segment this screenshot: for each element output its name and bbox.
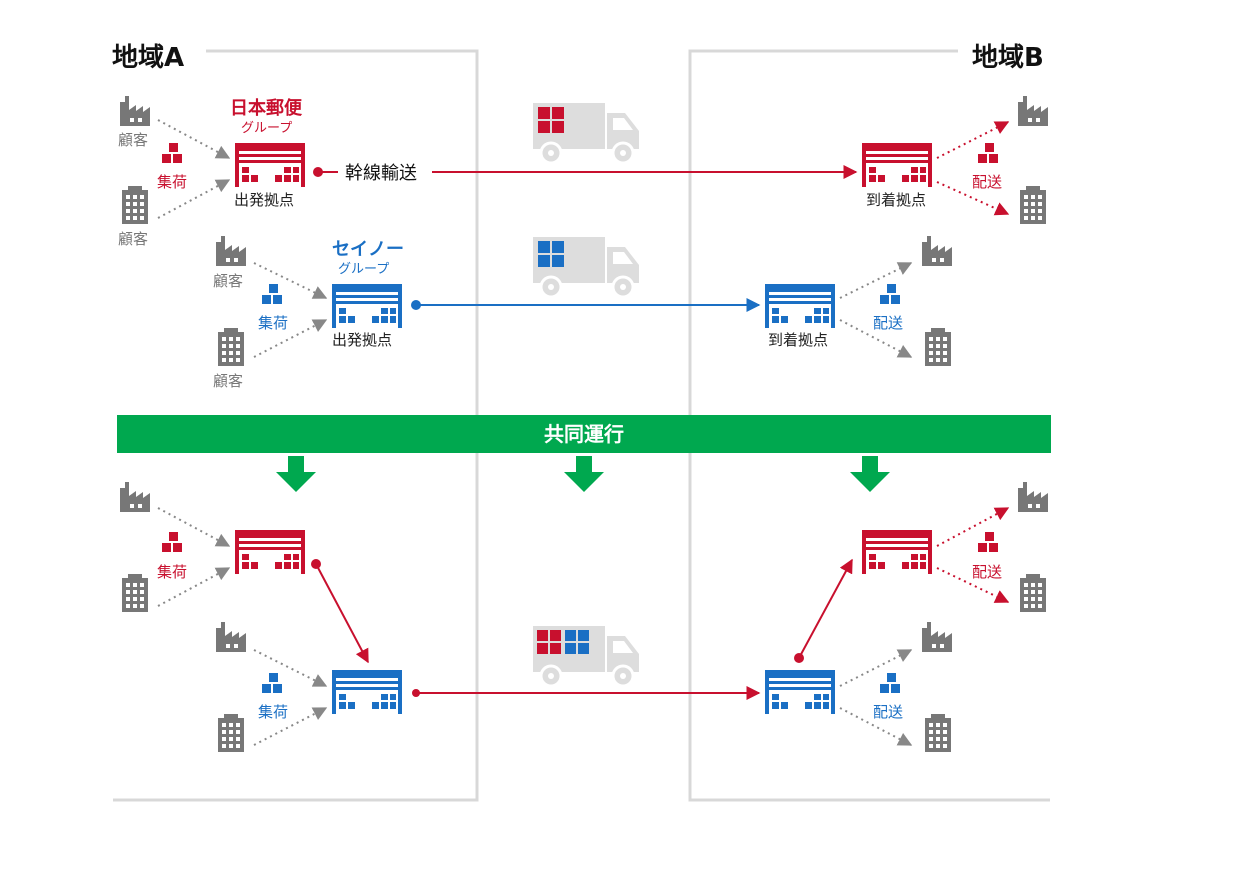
pickup-label: 集荷 (258, 314, 288, 332)
boxes-icon (880, 673, 900, 693)
boxes-icon (162, 143, 182, 163)
customer-label: 顧客 (213, 272, 243, 290)
joint-flow-blue-origin: 集荷 (216, 622, 761, 752)
delivery-arrow (839, 649, 913, 687)
building-icon (218, 328, 244, 366)
warehouse-icon (332, 670, 402, 714)
joint-flow-red-origin: 集荷 (120, 482, 369, 664)
delivery-label: 配送 (873, 703, 903, 721)
joint-operation-band: 共同運行 (117, 415, 1051, 492)
pickup-arrow (157, 507, 231, 547)
pickup-arrow (253, 707, 328, 746)
warehouse-icon (765, 284, 835, 328)
down-arrow-icon (850, 456, 890, 492)
pickup-arrow (157, 119, 231, 159)
delivery-label: 配送 (972, 563, 1002, 581)
factory-icon (922, 236, 952, 266)
boxes-icon (262, 284, 282, 304)
region-a-title: 地域A (112, 43, 184, 73)
arrival-hub-label: 到着拠点 (866, 191, 926, 209)
building-icon (1020, 574, 1046, 612)
delivery-arrow (936, 507, 1010, 547)
delivery-arrow (936, 121, 1010, 159)
factory-icon (216, 236, 246, 266)
factory-icon (120, 96, 150, 126)
delivery-arrow (936, 181, 1010, 216)
warehouse-icon (332, 284, 402, 328)
delivery-label: 配送 (873, 314, 903, 332)
pickup-arrow (253, 262, 328, 299)
warehouse-icon (862, 143, 932, 187)
boxes-icon (978, 532, 998, 552)
customer-label: 顧客 (118, 230, 148, 248)
delivery-arrow (839, 319, 913, 358)
factory-icon (922, 622, 952, 652)
joint-flow-destination: 配送 配送 (765, 482, 1048, 752)
warehouse-icon (235, 143, 305, 187)
boxes-icon (262, 673, 282, 693)
japan-post-name: 日本郵便 (230, 97, 303, 119)
building-icon (925, 714, 951, 752)
factory-icon (120, 482, 150, 512)
down-arrow-icon (564, 456, 604, 492)
pickup-label: 集荷 (157, 563, 187, 581)
warehouse-icon (765, 670, 835, 714)
truck-icon (531, 624, 641, 688)
warehouse-icon (862, 530, 932, 574)
building-icon (925, 328, 951, 366)
transfer-route (798, 558, 853, 659)
departure-hub-label: 出発拠点 (332, 331, 392, 349)
customer-label: 顧客 (213, 372, 243, 390)
seino-sub: グループ (338, 262, 389, 277)
boxes-icon (162, 532, 182, 552)
japan-post-row: 顧客 集荷 顧客 日本郵便 グループ 出発拠点 幹線輸送 到着拠点 配送 (118, 96, 1048, 248)
japan-post-sub: グループ (241, 121, 292, 136)
delivery-label: 配送 (972, 173, 1002, 191)
customer-label: 顧客 (118, 131, 148, 149)
pickup-label: 集荷 (157, 173, 187, 191)
pickup-arrow (157, 567, 231, 607)
truck-icon (531, 101, 641, 165)
joint-operation-label: 共同運行 (544, 422, 624, 446)
delivery-arrow (839, 707, 913, 746)
pickup-arrow (157, 179, 231, 219)
factory-icon (1018, 96, 1048, 126)
building-icon (1020, 186, 1046, 224)
region-b-title: 地域B (972, 43, 1044, 73)
building-icon (218, 714, 244, 752)
factory-icon (1018, 482, 1048, 512)
delivery-arrow (936, 567, 1010, 603)
down-arrow-icon (276, 456, 316, 492)
warehouse-icon (235, 530, 305, 574)
building-icon (122, 574, 148, 612)
building-icon (122, 186, 148, 224)
seino-name: セイノー (332, 239, 404, 260)
delivery-arrow (839, 262, 913, 299)
pickup-arrow (253, 649, 328, 687)
transfer-route (315, 563, 369, 664)
boxes-icon (880, 284, 900, 304)
pickup-label: 集荷 (258, 703, 288, 721)
pickup-arrow (253, 319, 328, 358)
seino-row: 顧客 集荷 顧客 セイノー グループ 出発拠点 到着拠点 配送 (213, 235, 952, 390)
boxes-icon (978, 143, 998, 163)
arrival-hub-label: 到着拠点 (768, 331, 828, 349)
trunk-transport-label: 幹線輸送 (345, 163, 417, 184)
departure-hub-label: 出発拠点 (234, 191, 294, 209)
truck-icon (531, 235, 641, 299)
factory-icon (216, 622, 246, 652)
